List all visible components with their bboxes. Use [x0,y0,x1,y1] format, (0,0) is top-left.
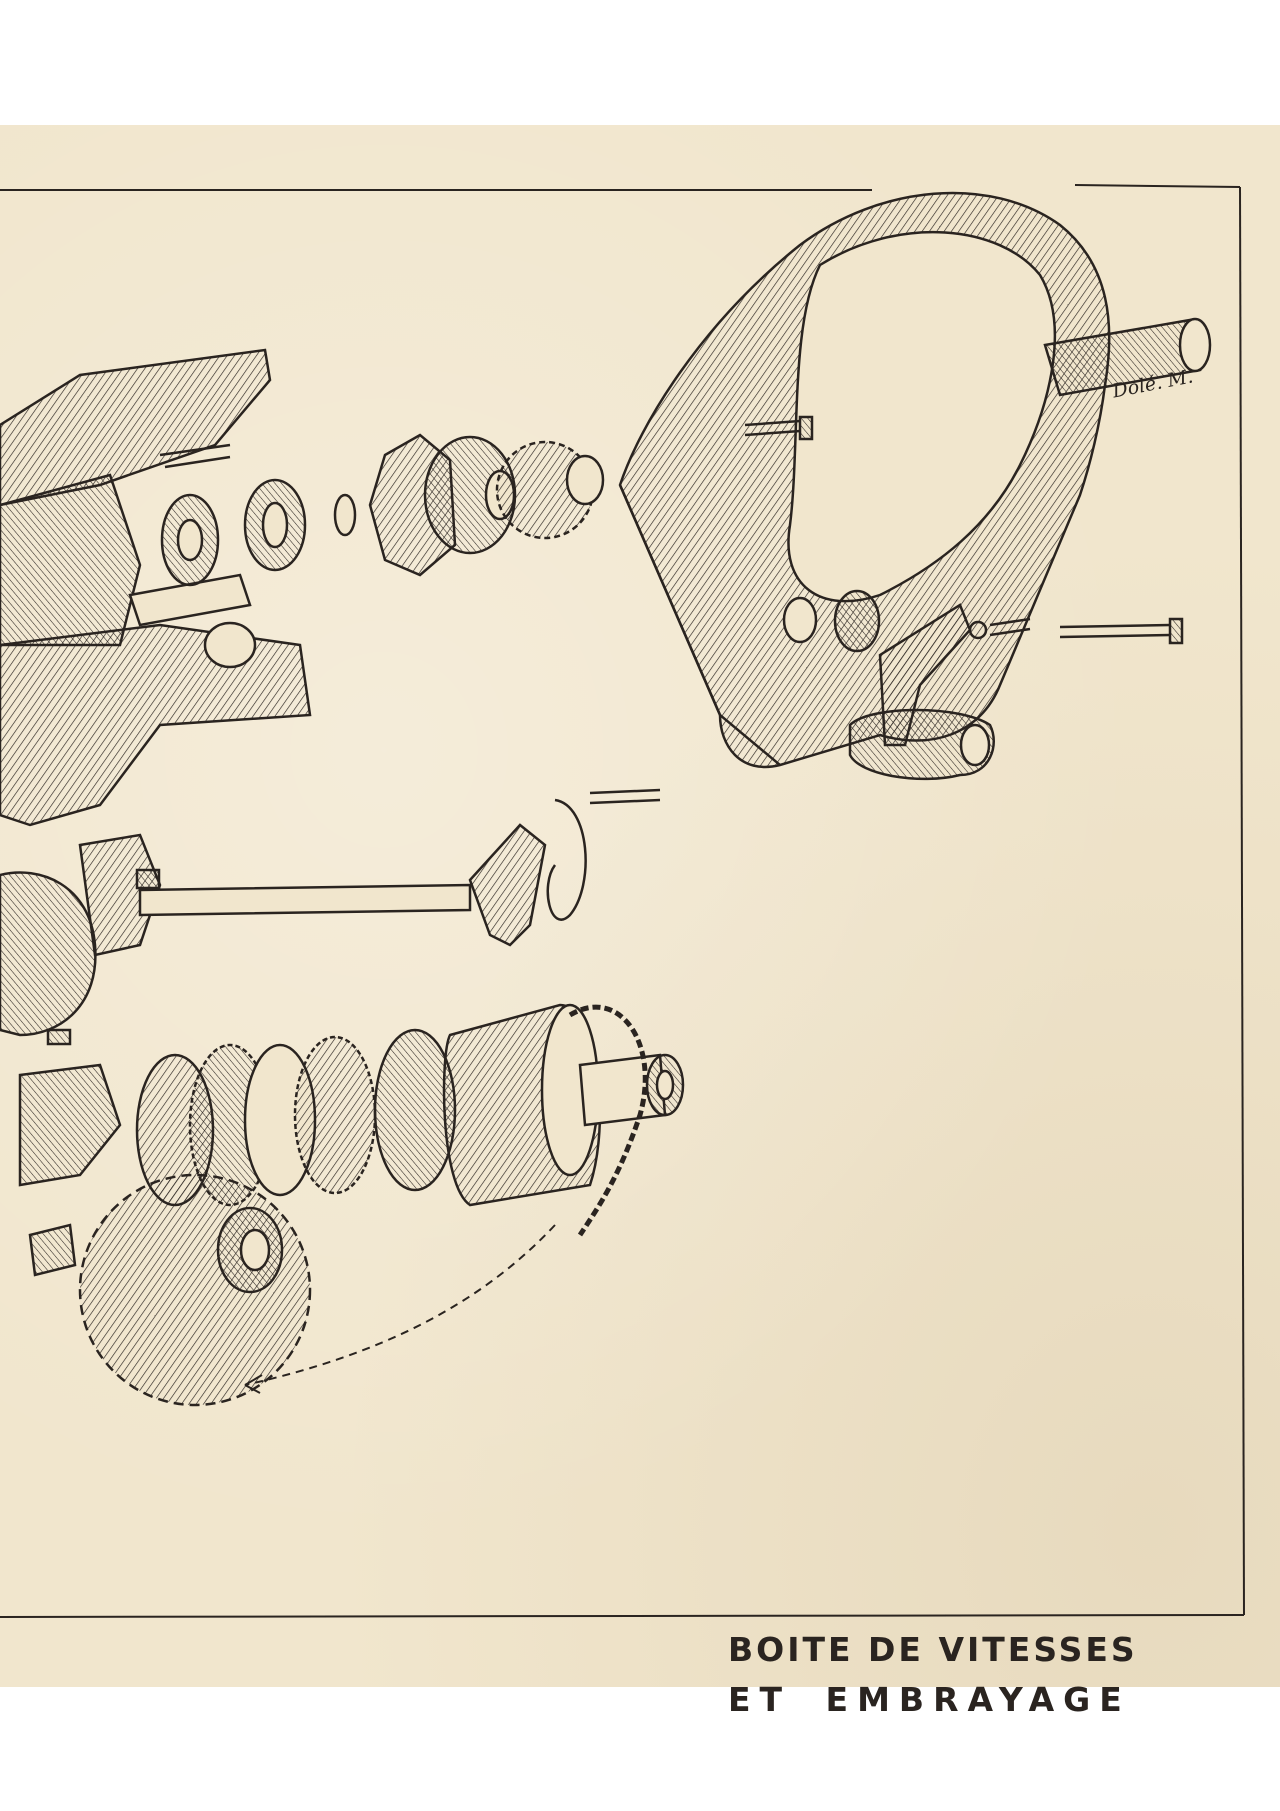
dashed-arrow-icon [244,1224,556,1386]
clutch-plates-icon [18,1003,685,1207]
drive-chain-icon [568,1004,648,1237]
document-page: Dolé. M. BOITE DE VITESSES ET EMBRAYAGE [0,125,1280,1719]
bearing-icon [160,478,357,587]
caption-line-1: BOITE DE VITESSES [728,1630,1138,1669]
illustration-caption: BOITE DE VITESSES ET EMBRAYAGE [728,1625,1188,1725]
sprocket-flange-icon [368,433,605,577]
kickstart-lever-icon [1043,317,1212,397]
caption-line-2: ET EMBRAYAGE [728,1680,1131,1719]
gearbox-housing-icon [0,348,312,827]
gear-lever-icon [848,603,995,781]
bolt-icon [744,415,1184,645]
exploded-gearbox-clutch-drawing [0,191,1212,1407]
gearbox-cover-icon [618,191,1111,769]
page-border [0,184,1245,1618]
selector-shaft-icon [0,788,661,1046]
large-sprocket-icon [28,1173,312,1407]
